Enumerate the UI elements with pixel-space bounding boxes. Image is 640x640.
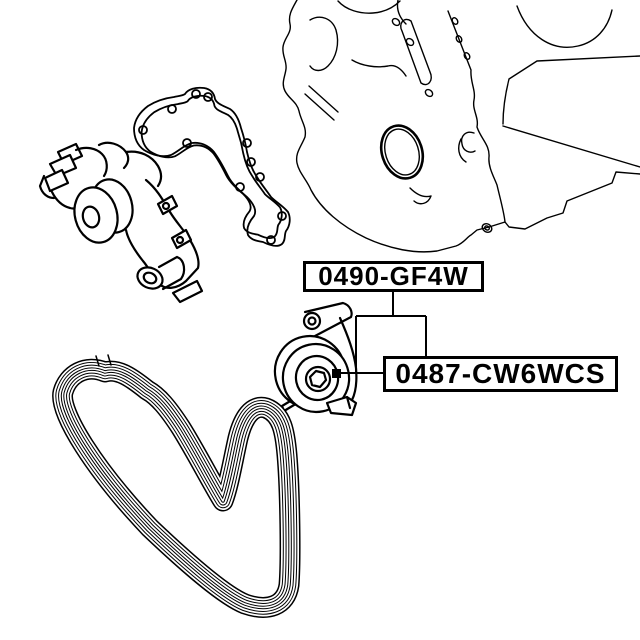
callout-connector-lines bbox=[332, 292, 427, 378]
callout-box-0487[interactable]: 0487-CW6WCS bbox=[383, 356, 618, 392]
callout-box-0490[interactable]: 0490-GF4W bbox=[303, 261, 484, 292]
part-number-label: 0487-CW6WCS bbox=[395, 358, 606, 389]
part-number-label: 0490-GF4W bbox=[318, 261, 469, 291]
tensioner-pulley-illustration bbox=[273, 301, 358, 417]
engine-block-illustration bbox=[282, 0, 640, 253]
water-pump-illustration bbox=[38, 141, 204, 304]
belt-illustration bbox=[63, 354, 290, 607]
gasket-illustration bbox=[133, 86, 291, 247]
leader-endpoint-marker bbox=[332, 369, 341, 378]
